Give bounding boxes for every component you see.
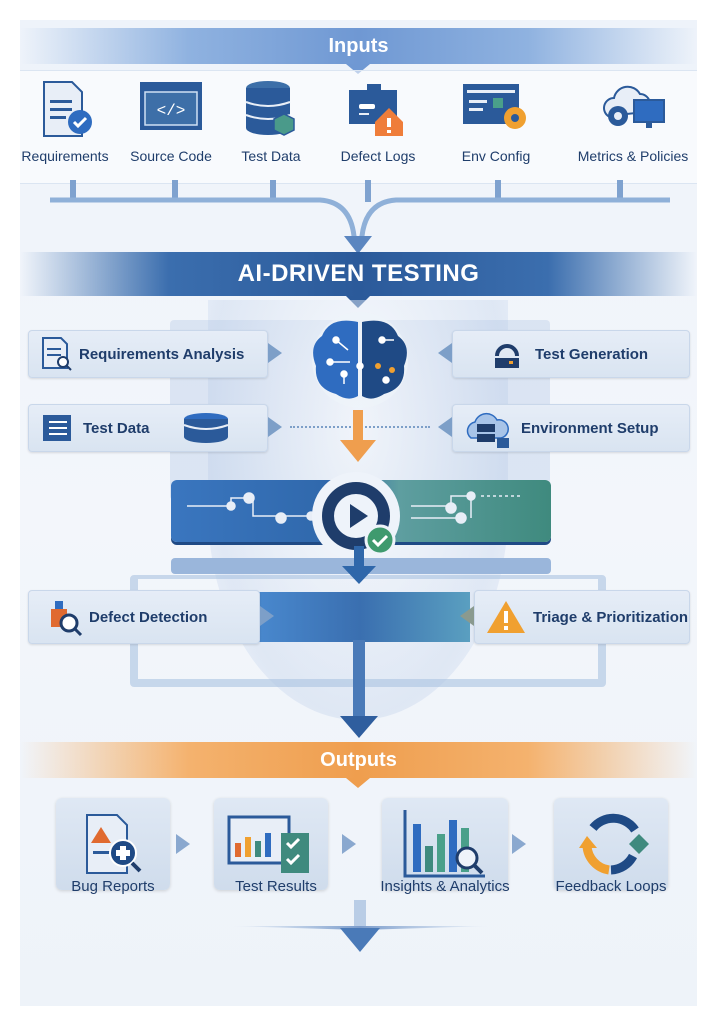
outputs-title: Outputs bbox=[320, 748, 397, 771]
down-arrow-long bbox=[340, 640, 378, 738]
output-card-bug-reports bbox=[56, 798, 170, 890]
final-down-arrow bbox=[230, 900, 490, 952]
list-icon bbox=[43, 415, 71, 441]
card-label: Test Generation bbox=[535, 345, 649, 363]
ai-banner: AI-DRIVEN TESTING bbox=[20, 252, 697, 296]
card-triage-prioritization: Triage & Prioritization bbox=[474, 590, 690, 644]
arrow-right bbox=[268, 417, 282, 437]
brain-icon bbox=[312, 312, 408, 408]
card-requirements-analysis: Requirements Analysis bbox=[28, 330, 268, 378]
output-card-insights-analytics bbox=[382, 798, 508, 890]
output-label: Feedback Loops bbox=[555, 878, 667, 895]
svg-text:</>: </> bbox=[157, 102, 186, 120]
input-defect-logs: Defect Logs bbox=[323, 78, 433, 164]
defect-log-icon bbox=[349, 84, 403, 136]
input-source-code: </> Source Code bbox=[116, 78, 226, 164]
arrow-right bbox=[268, 343, 282, 363]
analytics-icon bbox=[403, 810, 485, 878]
outputs-notch bbox=[346, 778, 370, 788]
input-env-config: Env Config bbox=[441, 78, 551, 164]
inputs-banner: Inputs bbox=[20, 28, 697, 64]
inputs-strip bbox=[20, 70, 697, 184]
input-label: Test Data bbox=[241, 148, 301, 164]
ai-title: AI-DRIVEN TESTING bbox=[237, 260, 480, 287]
database-icon bbox=[184, 413, 229, 443]
card-label: Test Data bbox=[83, 419, 150, 437]
input-label: Metrics & Policies bbox=[577, 148, 689, 164]
bug-report-icon bbox=[86, 814, 142, 874]
card-test-data: Test Data bbox=[28, 404, 268, 452]
card-environment-setup: Environment Setup bbox=[452, 404, 690, 452]
output-label: Insights & Analytics bbox=[380, 878, 510, 895]
connector bbox=[70, 180, 76, 202]
input-label: Defect Logs bbox=[340, 148, 416, 164]
inputs-notch bbox=[346, 64, 370, 74]
card-defect-detection: Defect Detection bbox=[28, 590, 260, 644]
robot-icon bbox=[495, 344, 519, 368]
document-search-icon bbox=[42, 337, 72, 371]
database-icon bbox=[245, 81, 295, 136]
arrow-right bbox=[176, 834, 190, 854]
arrow-left bbox=[438, 417, 452, 437]
output-label: Test Results bbox=[235, 878, 317, 895]
connector bbox=[495, 180, 501, 202]
arrow-left bbox=[438, 343, 452, 363]
down-arrow bbox=[342, 546, 376, 584]
input-requirements: Requirements bbox=[20, 78, 120, 164]
connector bbox=[365, 180, 371, 202]
connector bbox=[270, 180, 276, 202]
feedback-loop-icon bbox=[579, 813, 649, 875]
card-label: Requirements Analysis bbox=[79, 345, 245, 363]
orange-down-arrow bbox=[340, 410, 376, 462]
arrow-left bbox=[460, 606, 474, 626]
document-check-icon bbox=[43, 81, 92, 137]
cloud-monitor-icon bbox=[603, 85, 665, 128]
input-test-data: Test Data bbox=[216, 78, 326, 164]
inputs-title: Inputs bbox=[328, 34, 389, 57]
arrow-right bbox=[512, 834, 526, 854]
code-window-icon: </> bbox=[140, 82, 202, 130]
card-label: Environment Setup bbox=[521, 419, 659, 437]
output-card-test-results bbox=[214, 798, 328, 890]
bug-search-icon bbox=[51, 601, 83, 637]
connector bbox=[172, 180, 178, 202]
funnel-arrow bbox=[50, 197, 670, 254]
card-test-generation: Test Generation bbox=[452, 330, 690, 378]
warning-icon bbox=[487, 601, 525, 633]
input-label: Env Config bbox=[461, 148, 531, 164]
input-metrics-policies: Metrics & Policies bbox=[578, 78, 688, 164]
diagram-canvas: Inputs Requirements </> Source Code Test… bbox=[20, 20, 697, 1006]
card-label: Defect Detection bbox=[89, 608, 208, 626]
arrow-right bbox=[260, 606, 274, 626]
arrow-right bbox=[342, 834, 356, 854]
card-label: Triage & Prioritization bbox=[533, 608, 689, 626]
detection-band bbox=[250, 592, 470, 642]
input-label: Source Code bbox=[130, 148, 212, 164]
output-label: Bug Reports bbox=[71, 878, 155, 895]
test-results-icon bbox=[227, 815, 309, 873]
config-gear-icon bbox=[463, 84, 526, 129]
connector bbox=[617, 180, 623, 202]
outputs-banner: Outputs bbox=[20, 742, 697, 778]
run-gear-icon bbox=[312, 472, 400, 560]
cloud-server-icon bbox=[466, 412, 509, 448]
output-card-feedback-loops bbox=[554, 798, 668, 890]
input-label: Requirements bbox=[21, 148, 109, 164]
